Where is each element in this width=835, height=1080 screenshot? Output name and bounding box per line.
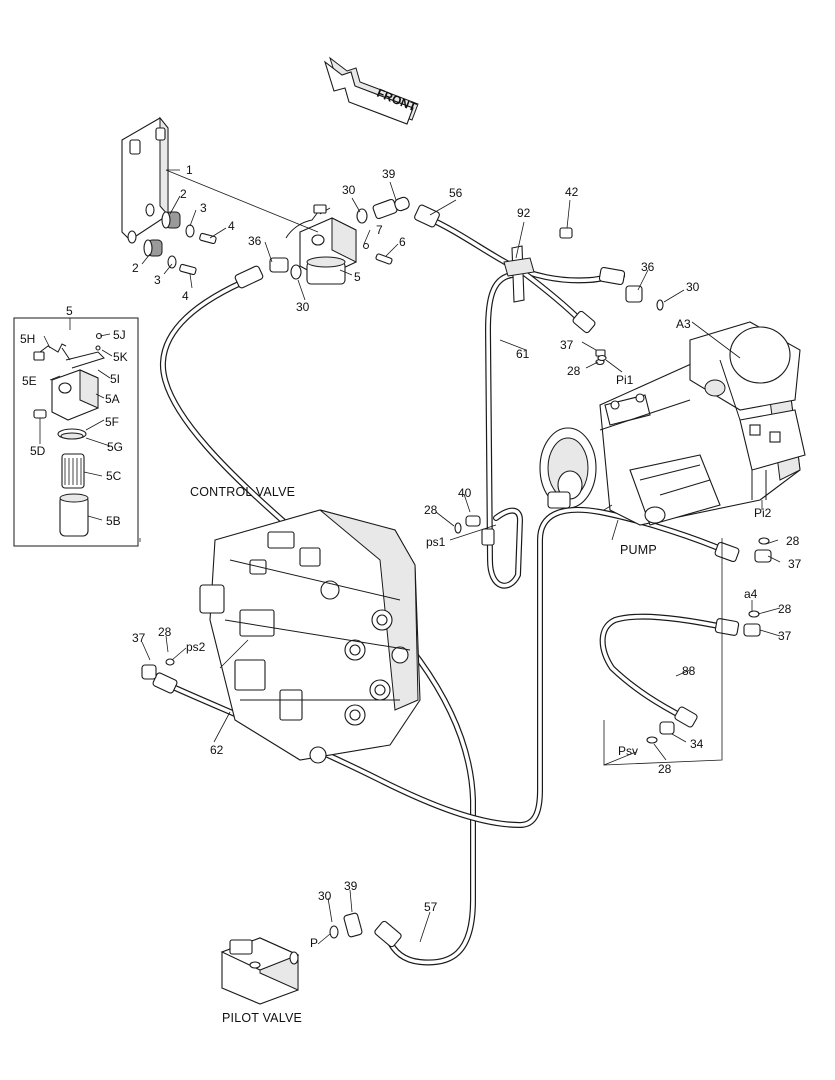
label-part-37d: 37 — [132, 631, 146, 645]
port-p: P — [310, 936, 318, 950]
leader-lines — [39, 169, 781, 945]
port-a4: a4 — [744, 587, 758, 601]
label-part-57: 57 — [424, 900, 438, 914]
filter-detail-box — [13, 317, 139, 547]
port-a3: A3 — [676, 317, 691, 331]
label-part-88: 88 — [682, 664, 696, 678]
port-ps1: ps1 — [426, 535, 446, 549]
label-part-30b: 30 — [296, 300, 310, 314]
pilot-valve-title: PILOT VALVE — [222, 1011, 302, 1025]
label-part-39a: 39 — [382, 167, 396, 181]
label-part-5j: 5J — [113, 328, 126, 342]
front-arrow: FRONT — [323, 56, 419, 125]
label-part-5h: 5H — [20, 332, 35, 346]
label-part-6: 6 — [399, 235, 406, 249]
label-part-42: 42 — [565, 185, 579, 199]
title-labels: CONTROL VALVE PUMP PILOT VALVE — [190, 485, 657, 1025]
hose-61 — [485, 272, 523, 589]
detail-box-labels: 5 5H 5J 5K 5E 5I 5A 5F 5G 5D 5C 5B — [20, 304, 128, 528]
washer-3 — [167, 224, 195, 269]
label-part-34: 34 — [690, 737, 704, 751]
port-pi2: Pi2 — [754, 506, 772, 520]
label-part-56: 56 — [449, 186, 463, 200]
label-part-5i: 5I — [110, 372, 120, 386]
label-part-30d: 30 — [318, 889, 332, 903]
label-part-3b: 3 — [154, 273, 161, 287]
part-labels: 1 2 3 4 2 3 4 30 39 7 6 36 5 30 56 92 42… — [132, 163, 802, 914]
label-part-30a: 30 — [342, 183, 356, 197]
pump-port-pi1 — [595, 349, 606, 366]
label-part-28e: 28 — [424, 503, 438, 517]
label-part-40: 40 — [458, 486, 472, 500]
bolt-4 — [179, 232, 217, 276]
port-labels: A3 Pi1 Pi2 a4 Psv ps1 ps2 P — [186, 317, 772, 950]
label-part-36a: 36 — [248, 234, 262, 248]
label-part-61: 61 — [516, 347, 530, 361]
label-part-5k: 5K — [113, 350, 128, 364]
label-part-62: 62 — [210, 743, 224, 757]
label-part-4a: 4 — [228, 219, 235, 233]
label-part-39b: 39 — [344, 879, 358, 893]
label-part-37b: 37 — [788, 557, 802, 571]
bracket-1 — [121, 116, 169, 244]
label-part-5a: 5A — [105, 392, 120, 406]
label-part-5d: 5D — [30, 444, 46, 458]
pilot-valve — [220, 937, 300, 1005]
pump-title: PUMP — [620, 543, 657, 557]
label-part-36b: 36 — [641, 260, 655, 274]
label-part-92: 92 — [517, 206, 531, 220]
label-part-5b: 5B — [106, 514, 121, 528]
control-valve-title: CONTROL VALVE — [190, 485, 295, 499]
filter-assembly-5 — [269, 196, 410, 285]
label-part-5f: 5F — [105, 415, 119, 429]
hose-fittings — [152, 204, 740, 948]
label-part-28b: 28 — [786, 534, 800, 548]
bolt-42 — [559, 227, 573, 239]
label-part-2a: 2 — [180, 187, 187, 201]
label-part-30c: 30 — [686, 280, 700, 294]
port-ps2: ps2 — [186, 640, 206, 654]
port-pi1: Pi1 — [616, 373, 634, 387]
rubber-mount-2 — [143, 211, 181, 257]
label-part-1: 1 — [186, 163, 193, 177]
label-part-3a: 3 — [200, 201, 207, 215]
label-part-5e: 5E — [22, 374, 37, 388]
label-part-37a: 37 — [560, 338, 574, 352]
label-part-2b: 2 — [132, 261, 139, 275]
pump — [539, 321, 806, 526]
hose-clamp-92 — [503, 245, 535, 303]
label-part-28a: 28 — [567, 364, 581, 378]
port-psv: Psv — [618, 744, 638, 758]
label-part-28c: 28 — [778, 602, 792, 616]
label-part-7: 7 — [376, 223, 383, 237]
label-part-28f: 28 — [158, 625, 172, 639]
label-part-4b: 4 — [182, 289, 189, 303]
label-part-5g: 5G — [107, 440, 123, 454]
control-valve — [199, 509, 421, 764]
label-part-5c: 5C — [106, 469, 122, 483]
hose-88 — [599, 613, 731, 721]
label-part-5: 5 — [354, 270, 361, 284]
fittings-pilot — [329, 912, 363, 939]
label-part-5-box: 5 — [66, 304, 73, 318]
label-part-28d: 28 — [658, 762, 672, 776]
label-part-37c: 37 — [778, 629, 792, 643]
